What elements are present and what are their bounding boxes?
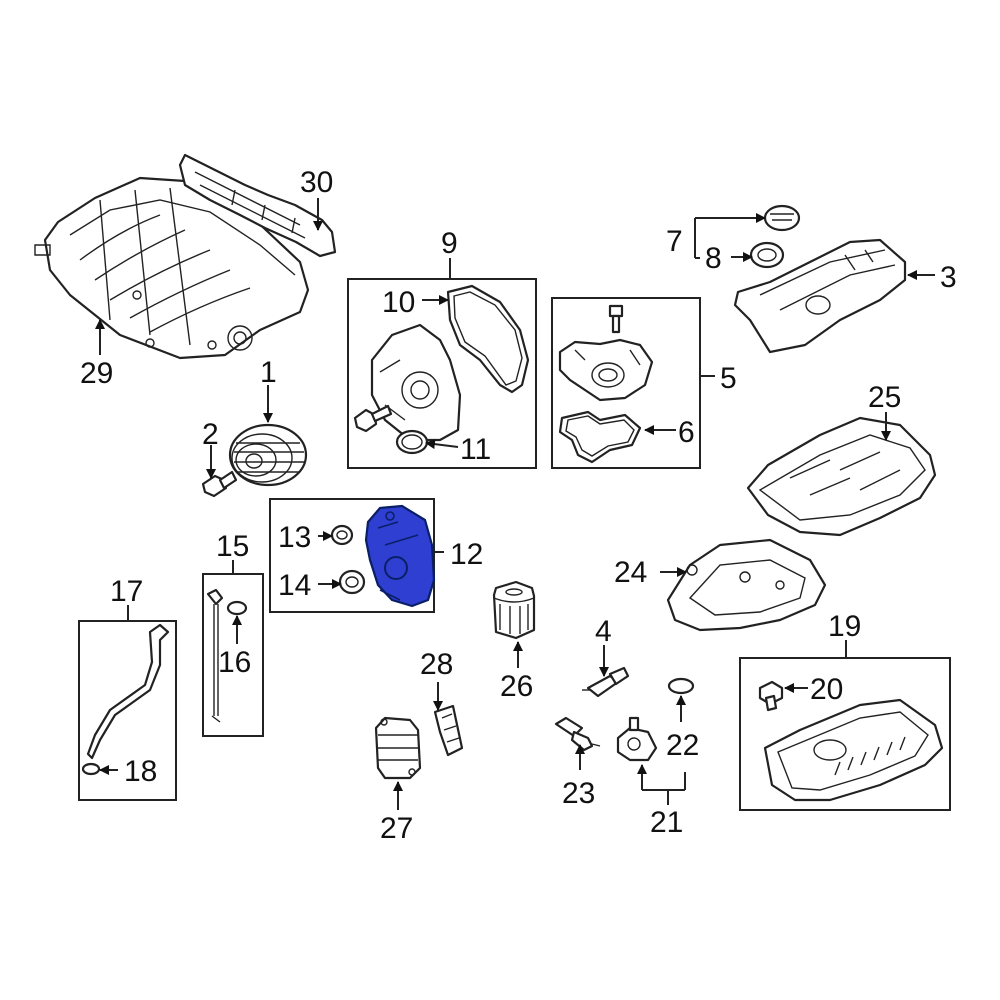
intake-manifold-part-29[interactable]	[34, 176, 310, 360]
seal-part-14[interactable]	[338, 569, 366, 595]
cover-bolt-part-9[interactable]	[353, 404, 393, 433]
timing-cover-part-9[interactable]	[370, 323, 462, 442]
sensor-seal-part-22[interactable]	[667, 677, 695, 695]
callout-5: 5	[720, 362, 737, 395]
callout-9: 9	[441, 227, 458, 260]
drain-bolt-part-20[interactable]	[758, 680, 784, 712]
callout-22: 22	[666, 729, 699, 762]
oil-filter-part-26[interactable]	[492, 580, 536, 640]
callout-4: 4	[595, 615, 612, 648]
group-box-12	[269, 498, 435, 613]
callout-19: 19	[828, 610, 861, 643]
callout-21: 21	[650, 806, 683, 839]
sensor-part-23[interactable]	[554, 716, 601, 752]
dipstick-seal-part-16[interactable]	[226, 600, 248, 616]
tube-seal-part-18[interactable]	[81, 762, 101, 776]
callout-20: 20	[810, 673, 843, 706]
oil-level-sensor-part-21[interactable]	[616, 716, 658, 762]
callout-28: 28	[420, 648, 453, 681]
dipstick-tube-part-17[interactable]	[86, 623, 170, 760]
oil-filler-cap-part-7[interactable]	[763, 204, 801, 232]
callout-17: 17	[110, 575, 143, 608]
callout-26: 26	[500, 670, 533, 703]
callout-18: 18	[124, 755, 157, 788]
oil-cooler-part-27[interactable]	[374, 716, 422, 780]
seal-part-13[interactable]	[330, 524, 354, 546]
pulley-bolt-part-2[interactable]	[201, 470, 238, 498]
callout-7: 7	[666, 225, 683, 258]
oil-separator-part-5[interactable]	[558, 304, 654, 402]
callout-1: 1	[260, 356, 277, 389]
separator-gasket-part-6[interactable]	[558, 410, 642, 464]
callout-24: 24	[614, 556, 647, 589]
callout-6: 6	[678, 416, 695, 449]
dipstick-part-15[interactable]	[206, 588, 224, 723]
crankshaft-pulley-part-1[interactable]	[228, 423, 308, 487]
cover-gasket-part-10[interactable]	[446, 284, 530, 394]
lower-oil-pan-part-19[interactable]	[763, 698, 944, 802]
callout-12: 12	[450, 538, 483, 571]
callout-8: 8	[705, 242, 722, 275]
timing-case-cover-part-12[interactable]	[364, 504, 436, 608]
callout-23: 23	[562, 777, 595, 810]
callout-numbers: 30 29 1 2 9 10 11 5 6 7 8 3 25 24 13 12 …	[80, 166, 957, 845]
callout-27: 27	[380, 812, 413, 845]
sensor-part-4[interactable]	[582, 666, 630, 698]
manifold-gasket-part-30[interactable]	[178, 153, 337, 258]
callout-25: 25	[868, 381, 901, 414]
leader-lines	[95, 198, 935, 810]
callout-16: 16	[218, 646, 251, 679]
bracket-part-28[interactable]	[433, 704, 464, 757]
group-box-9	[347, 278, 537, 469]
baffle-plate-part-24[interactable]	[666, 538, 827, 632]
group-box-5	[551, 297, 701, 469]
callout-15: 15	[216, 530, 249, 563]
callout-14: 14	[278, 569, 311, 602]
upper-oil-pan-part-25[interactable]	[746, 416, 937, 537]
callout-2: 2	[202, 418, 219, 451]
callout-11: 11	[460, 433, 491, 466]
seal-ring-part-11[interactable]	[395, 429, 429, 455]
cap-seal-part-8[interactable]	[749, 241, 785, 269]
callout-3: 3	[940, 261, 957, 294]
callout-13: 13	[278, 521, 311, 554]
callout-29: 29	[80, 357, 113, 390]
callout-30: 30	[300, 166, 333, 199]
callout-10: 10	[382, 286, 415, 319]
valve-cover-part-3[interactable]	[733, 238, 907, 354]
